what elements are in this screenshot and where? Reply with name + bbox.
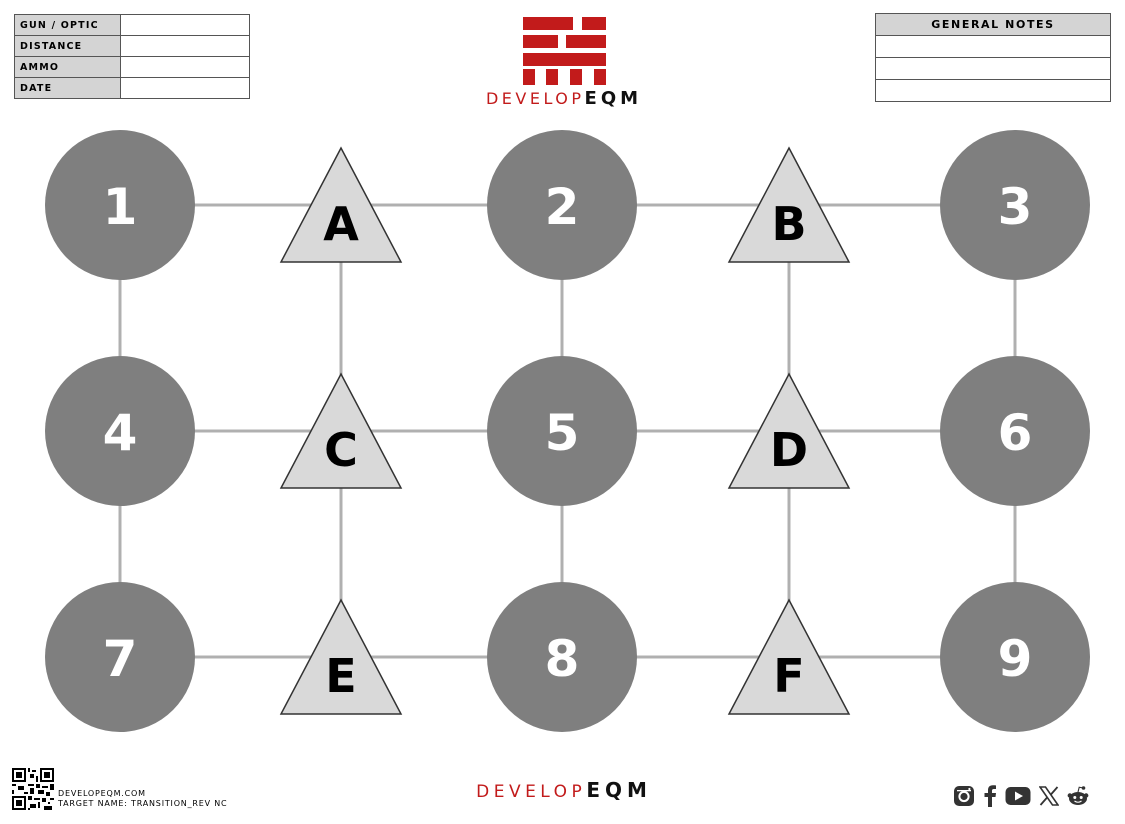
triangle-label: F bbox=[773, 649, 804, 703]
circle-label: 5 bbox=[545, 404, 580, 462]
social-icons bbox=[953, 785, 1089, 807]
info-label: DATE bbox=[14, 77, 121, 99]
circle-label: 6 bbox=[998, 404, 1033, 462]
circle-shape bbox=[940, 356, 1090, 506]
logo-text-red: DEVELOP bbox=[485, 89, 585, 108]
triangle-shape bbox=[279, 372, 403, 489]
target-circle-2[interactable]: 2 bbox=[487, 130, 637, 280]
circle-shape bbox=[45, 356, 195, 506]
circle-shape bbox=[45, 130, 195, 280]
circle-label: 2 bbox=[545, 178, 580, 236]
info-row-distance: DISTANCE bbox=[14, 35, 250, 57]
triangle-label: A bbox=[323, 197, 359, 251]
notes-line[interactable] bbox=[875, 79, 1111, 102]
info-row-date: DATE bbox=[14, 77, 250, 99]
circle-label: 8 bbox=[545, 630, 580, 688]
footer-wordmark: DEVELOPEQM bbox=[446, 778, 682, 802]
header-logo: DEVELOPEQM bbox=[466, 14, 662, 109]
grid-shapes: 1 A 2 B 3 4 C 5 D 6 7 E 8 F 9 bbox=[45, 130, 1090, 732]
circle-shape bbox=[45, 582, 195, 732]
circle-shape bbox=[487, 582, 637, 732]
circle-label: 9 bbox=[998, 630, 1033, 688]
reddit-icon[interactable] bbox=[1067, 785, 1089, 807]
instagram-icon[interactable] bbox=[953, 785, 975, 807]
target-triangle-B[interactable]: B bbox=[727, 146, 851, 263]
info-label: DISTANCE bbox=[14, 35, 121, 57]
notes-title: GENERAL NOTES bbox=[875, 13, 1111, 36]
circle-shape bbox=[940, 130, 1090, 280]
target-triangle-E[interactable]: E bbox=[279, 598, 403, 715]
triangle-shape bbox=[279, 146, 403, 263]
circle-label: 3 bbox=[998, 178, 1033, 236]
logo-wordmark: DEVELOPEQM bbox=[466, 88, 662, 109]
shooter-info-table: GUN / OPTIC DISTANCE AMMO DATE bbox=[14, 14, 250, 99]
target-circle-9[interactable]: 9 bbox=[940, 582, 1090, 732]
circle-label: 4 bbox=[103, 404, 138, 462]
target-triangle-D[interactable]: D bbox=[727, 372, 851, 489]
target-circle-5[interactable]: 5 bbox=[487, 356, 637, 506]
facebook-icon[interactable] bbox=[983, 785, 997, 807]
gun-optic-field[interactable] bbox=[120, 14, 250, 36]
circle-label: 1 bbox=[103, 178, 138, 236]
target-circle-6[interactable]: 6 bbox=[940, 356, 1090, 506]
target-circle-3[interactable]: 3 bbox=[940, 130, 1090, 280]
date-field[interactable] bbox=[120, 77, 250, 99]
triangle-shape bbox=[727, 372, 851, 489]
triangle-shape bbox=[727, 146, 851, 263]
circle-shape bbox=[487, 130, 637, 280]
target-circle-1[interactable]: 1 bbox=[45, 130, 195, 280]
info-label: GUN / OPTIC bbox=[14, 14, 121, 36]
footer-text: DEVELOPEQM.COM TARGET NAME: TRANSITION_R… bbox=[58, 789, 227, 810]
footer-url[interactable]: DEVELOPEQM.COM bbox=[58, 789, 146, 798]
target-circle-4[interactable]: 4 bbox=[45, 356, 195, 506]
triangle-label: B bbox=[771, 197, 806, 251]
logo-text-black: EQM bbox=[584, 88, 643, 109]
target-triangle-F[interactable]: F bbox=[727, 598, 851, 715]
footer-brand-black: EQM bbox=[586, 778, 652, 802]
triangle-label: D bbox=[770, 423, 808, 477]
circle-label: 7 bbox=[103, 630, 138, 688]
triangle-label: E bbox=[325, 649, 356, 703]
x-icon[interactable] bbox=[1039, 786, 1059, 806]
footer-target-name: TARGET NAME: TRANSITION_REV NC bbox=[58, 799, 228, 808]
triangle-shape bbox=[279, 598, 403, 715]
footer-info: DEVELOPEQM.COM TARGET NAME: TRANSITION_R… bbox=[12, 768, 227, 810]
distance-field[interactable] bbox=[120, 35, 250, 57]
qr-code-icon bbox=[12, 768, 54, 810]
developeqm-logo-icon bbox=[523, 17, 606, 85]
triangle-label: C bbox=[324, 423, 358, 477]
triangle-shape bbox=[727, 598, 851, 715]
target-triangle-C[interactable]: C bbox=[279, 372, 403, 489]
circle-shape bbox=[940, 582, 1090, 732]
target-circle-7[interactable]: 7 bbox=[45, 582, 195, 732]
youtube-icon[interactable] bbox=[1005, 786, 1031, 806]
circle-shape bbox=[487, 356, 637, 506]
target-triangle-A[interactable]: A bbox=[279, 146, 403, 263]
general-notes-table: GENERAL NOTES bbox=[875, 13, 1111, 102]
ammo-field[interactable] bbox=[120, 56, 250, 78]
target-circle-8[interactable]: 8 bbox=[487, 582, 637, 732]
footer-brand: DEVELOPEQM bbox=[446, 778, 682, 802]
footer-brand-red: DEVELOP bbox=[476, 782, 587, 802]
info-row-gun-optic: GUN / OPTIC bbox=[14, 14, 250, 36]
